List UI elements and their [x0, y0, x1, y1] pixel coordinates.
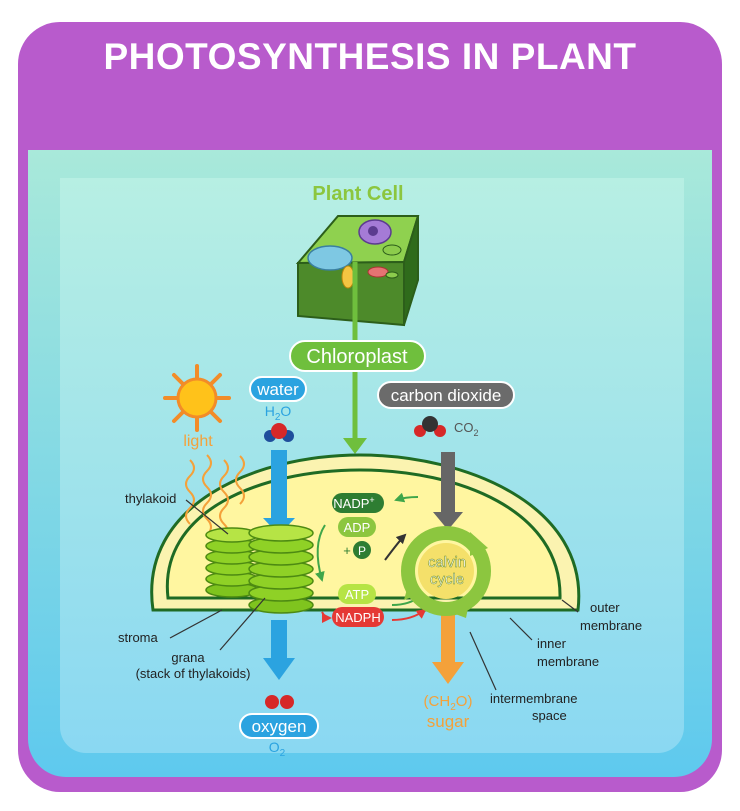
nadph-label: NADPH	[335, 610, 381, 625]
thylakoid-stack-grana	[248, 524, 314, 614]
sugar-formula-close: O)	[456, 693, 473, 710]
intermembrane-label-1: intermembrane	[490, 691, 577, 706]
thylakoid-label: thylakoid	[125, 491, 176, 506]
thylakoid-stack-left	[205, 527, 259, 598]
calvin-label-1: calvin	[428, 554, 466, 571]
co2-formula: CO2	[454, 420, 479, 438]
adp-label: ADP	[344, 520, 371, 535]
nadp-text: NADP	[333, 496, 369, 511]
plus-sign: +	[343, 543, 351, 558]
water-formula: H2O	[265, 403, 292, 423]
water-formula-h: H	[265, 403, 275, 419]
co2-formula-co: CO	[454, 420, 474, 435]
sugar-arrow	[432, 612, 464, 684]
oxygen-formula-o: O	[269, 739, 280, 755]
grana-label: grana	[171, 650, 205, 665]
water-molecule-icon	[264, 423, 294, 442]
chloroplast-label: Chloroplast	[306, 346, 408, 368]
carbon-dioxide-label: carbon dioxide	[391, 386, 502, 405]
page-title: PHOTOSYNTHESIS IN PLANT	[103, 36, 637, 77]
water-label: water	[256, 380, 299, 399]
light-label: light	[183, 433, 213, 450]
sun-icon	[163, 364, 231, 432]
water-formula-o: O	[280, 403, 291, 419]
nadp-label: NADP+	[333, 495, 374, 511]
light-rays	[185, 454, 245, 541]
atp-label: ATP	[345, 587, 369, 602]
calvin-cycle-icon	[401, 526, 491, 618]
phosphate-label: P	[358, 544, 366, 558]
water-formula-sub: 2	[275, 412, 281, 423]
plant-cell-label: Plant Cell	[312, 183, 403, 205]
water-arrow	[263, 450, 295, 680]
oxygen-molecule-icon	[265, 695, 294, 709]
nadp-sup: +	[369, 495, 374, 505]
oxygen-label: oxygen	[252, 717, 307, 736]
oxygen-formula-sub: 2	[280, 748, 286, 759]
sugar-formula-sub: 2	[450, 702, 456, 713]
oxygen-formula: O2	[269, 739, 286, 759]
co2-arrow	[433, 452, 463, 530]
sugar-formula-open: (CH	[424, 693, 451, 710]
inner-membrane-label-1: inner	[537, 636, 567, 651]
intermembrane-label-2: space	[532, 708, 567, 723]
stroma-label: stroma	[118, 630, 159, 645]
outer-membrane-label-1: outer	[590, 600, 620, 615]
sugar-label: sugar	[427, 712, 470, 731]
grana-note: (stack of thylakoids)	[136, 666, 251, 681]
co2-formula-sub: 2	[474, 428, 479, 438]
sugar-formula: (CH2O)	[424, 693, 473, 713]
outer-membrane-label-2: membrane	[580, 618, 642, 633]
inner-membrane-label-2: membrane	[537, 654, 599, 669]
co2-molecule-icon	[414, 416, 446, 437]
plant-cell-icon	[295, 215, 420, 327]
calvin-label-2: cycle	[430, 571, 464, 588]
